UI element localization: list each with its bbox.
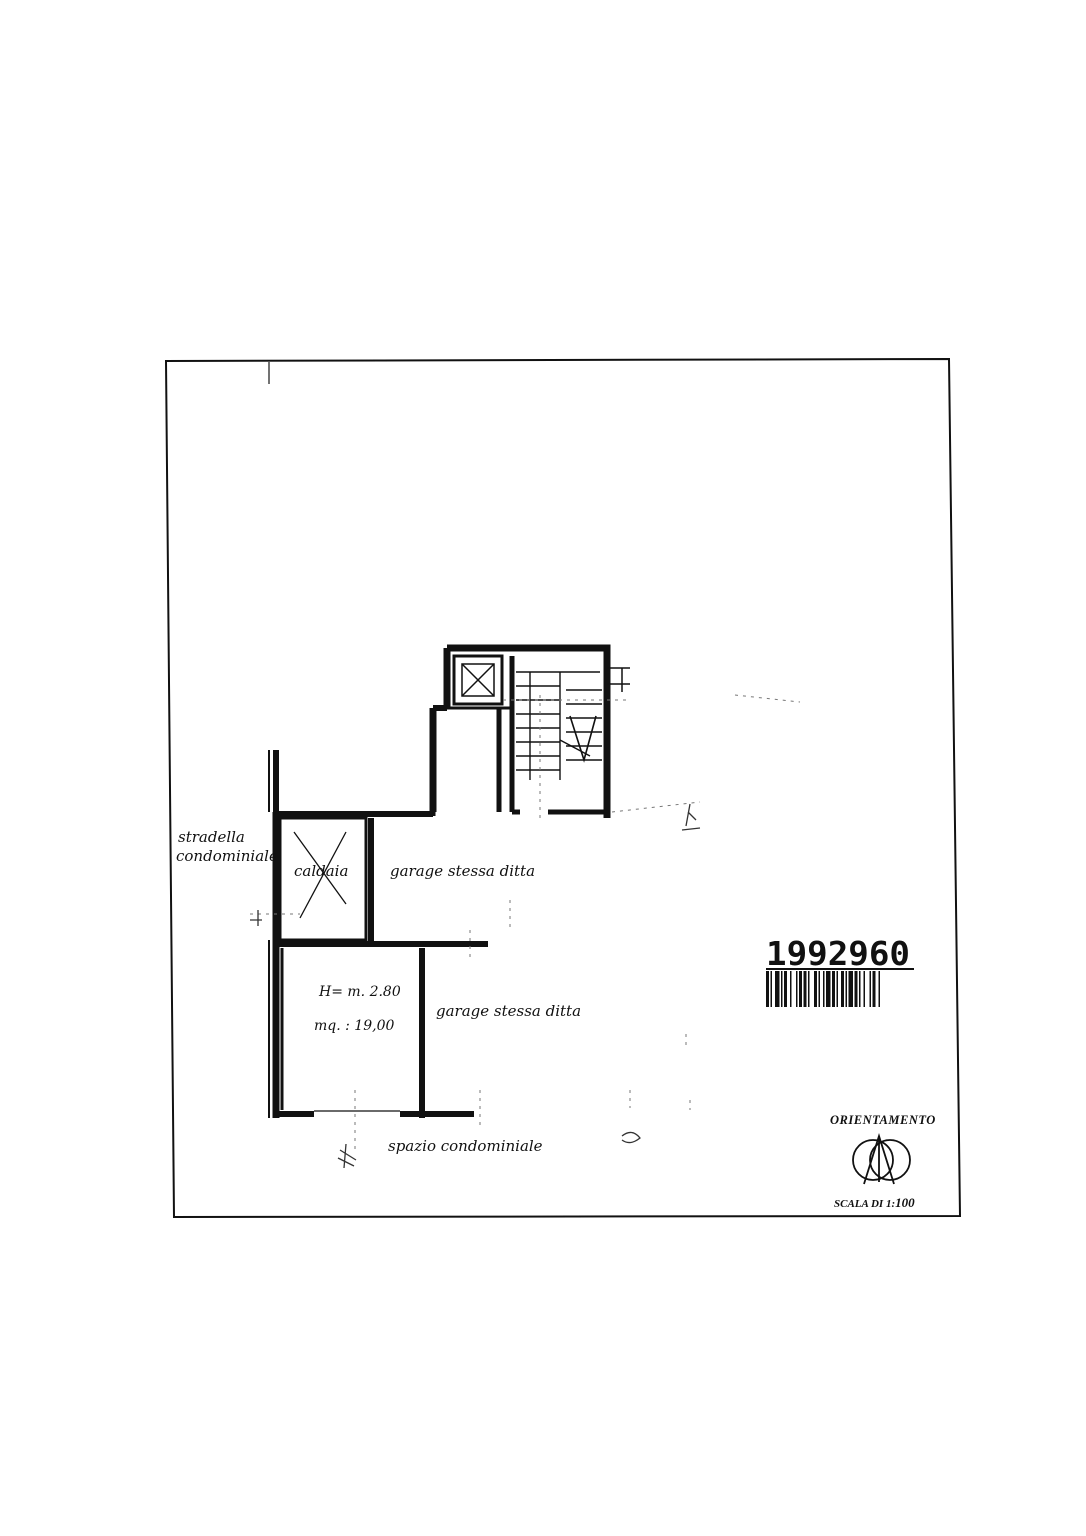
barcode-bar [845,971,847,1007]
lift-shaft [452,654,504,706]
barcode-bar [854,971,858,1007]
barcode-bar [766,971,769,1007]
label-caldaia: caldaia [294,862,348,880]
barcode-bar [869,971,871,1007]
label-garage-lower: garage stessa ditta [436,1002,581,1020]
barcode-bar [770,971,772,1007]
barcode-bar [859,971,861,1007]
barcode-bar [826,971,831,1007]
label-height: H= m. 2.80 [318,984,401,1000]
label-spazio-condominiale: spazio condominiale [388,1137,543,1155]
orientation-title: ORIENTAMENTO [830,1113,936,1127]
construction-lines [250,690,801,1150]
barcode-bar [878,971,880,1007]
barcode-bar [872,971,876,1007]
barcode-bar [808,971,810,1007]
stair-block [429,644,630,818]
label-garage-upper: garage stessa ditta [390,862,535,880]
barcode-bar [781,971,783,1007]
barcode-bar [823,971,825,1007]
caldaia-room [278,816,368,942]
scale-value: 100 [895,1195,915,1210]
orientation-stamp: ORIENTAMENTO SCALA DI 1:100 [830,1113,936,1210]
barcode-bar [803,971,807,1007]
barcode-bar [799,971,802,1007]
stair-steps [516,671,602,780]
garage-walls [268,750,488,1118]
barcode-bar [796,971,798,1007]
label-area: mq. : 19,00 [314,1018,394,1034]
barcode-bar [848,971,853,1007]
barcode-bar [863,971,865,1007]
barcode-number: 1992960 [766,934,910,973]
barcode-bar [832,971,835,1007]
compass-icon [852,1132,911,1185]
pencil-marks [250,803,701,1169]
svg-text:SCALA DI 1:100: SCALA DI 1:100 [834,1195,915,1210]
barcode-bar [841,971,844,1007]
barcode-bar [814,971,817,1007]
scale-label: SCALA DI 1: [834,1198,895,1210]
sheet-frame [164,357,962,1219]
barcode: 1992960 [766,934,914,1007]
label-condominiale: condominiale [176,847,278,865]
barcode-bar [818,971,820,1007]
label-stradella: stradella [178,828,245,846]
barcode-bar [790,971,792,1007]
barcode-bar [784,971,787,1007]
barcode-bar [836,971,838,1007]
barcode-bars [766,971,880,1007]
barcode-bar [775,971,780,1007]
